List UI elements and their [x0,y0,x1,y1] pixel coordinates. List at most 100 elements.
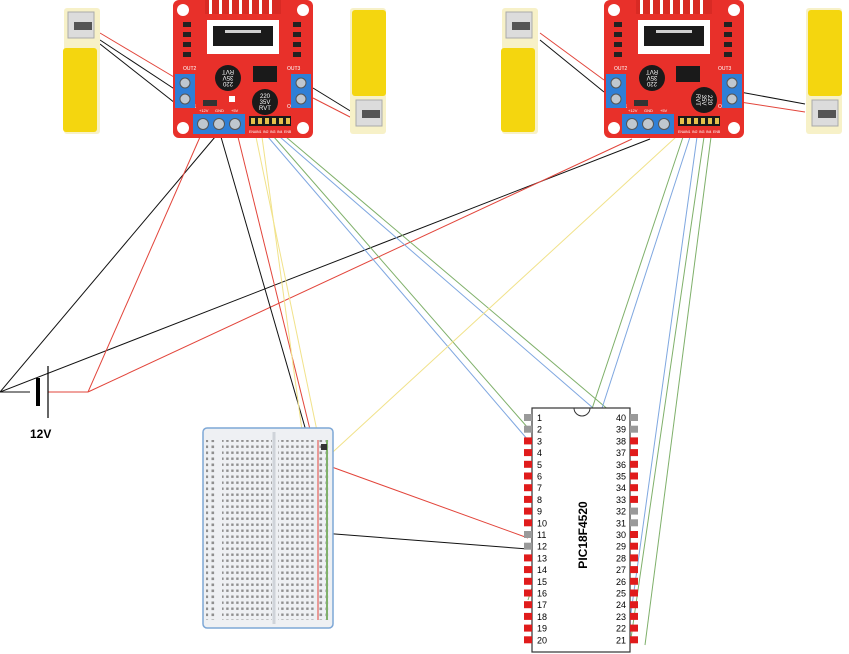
power-label: GND [644,108,653,113]
mcu-pin [524,554,532,562]
cap-label: 35V [647,74,658,80]
mcu-pin [630,460,638,468]
terminal-out-left [175,74,195,108]
mcu-pin [630,566,638,574]
mcu-pin-number: 15 [537,577,547,587]
mcu-pin-number: 10 [537,518,547,528]
mcu-pin [630,554,638,562]
cap-label: RVT [259,106,271,112]
microcontroller-pic18f4520: PIC18F4520 12345678910111213141516171819… [524,407,638,653]
mcu-pin-number: 4 [537,448,542,458]
mcu-pin-number: 24 [616,600,626,610]
mcu-pin [524,437,532,445]
mcu-pin [630,636,638,644]
pin-label: ENB [284,130,292,134]
capacitor-left: 220 35V RVT [639,65,665,91]
mcu-pin [630,484,638,492]
wire-black [539,39,605,93]
mcu-pin-number: 18 [537,612,547,622]
power-label: +12V [628,108,638,113]
mcu-pin [630,449,638,457]
wire-red [87,136,201,393]
mcu-pin [630,414,638,421]
wire-green [644,136,712,646]
mcu-pin-number: 40 [616,413,626,423]
out2-label: OUT2 [614,66,628,72]
wire-yellow [261,136,305,446]
mcu-pin-number: 5 [537,460,542,470]
terminal-out-right [291,74,311,108]
chip-label: PIC18F4520 [576,501,590,569]
mcu-pin [524,519,532,527]
mcu-pin-number: 36 [616,460,626,470]
mcu-pin-number: 29 [616,542,626,552]
wire-red [87,138,633,393]
motor-driver-board-2: 220 35V RVT 220 35V RVT OUT2 OUT3 OUT1 O… [604,0,744,138]
mcu-pin-number: 16 [537,589,547,599]
mcu-pin [630,589,638,597]
pin-label: IN2 [263,130,269,134]
mcu-pin [524,577,532,585]
mcu-pin [524,636,532,644]
motor-driver-board-1: 220 35V RVT 220 35V RVT OUT2 OUT3 OUT1 O… [173,0,313,138]
motor-left-1 [63,8,100,134]
cap-label: 220 [706,95,712,106]
mcu-pin [524,612,532,620]
capacitor-right: 220 35V RVT [252,89,278,115]
motor-right-1 [350,8,386,134]
mcu-pin [524,507,532,515]
mcu-pin-number: 6 [537,472,542,482]
out2-label: OUT2 [183,66,197,72]
wire-black [99,39,180,93]
wire-red [312,97,353,119]
mcu-pin-number: 12 [537,542,547,552]
wire-green [285,136,631,429]
wire-blue [629,136,698,621]
mcu-pin [630,624,638,632]
mcu-pin [630,531,638,538]
mcu-pin [630,601,638,609]
terminal-out-right [722,74,742,108]
wire-black [0,138,651,393]
terminal-power [622,114,674,134]
header-pins [249,116,291,126]
mcu-pin-number: 2 [537,425,542,435]
header-pins [678,116,720,126]
cap-label: RVT [646,68,658,74]
pin-label: IN2 [692,130,698,134]
mcu-pin [524,460,532,468]
mcu-pin [630,472,638,480]
mcu-pin-number: 34 [616,483,626,493]
mcu-pin-number: 28 [616,553,626,563]
wire-black [321,532,529,550]
mcu-pin-number: 30 [616,530,626,540]
pin-label: ENB [713,130,721,134]
battery-label: 12V [30,427,51,441]
cap-label: RVT [694,94,700,106]
motor-right-2 [806,8,842,134]
cap-label: 35V [223,74,234,80]
mcu-pin-number: 14 [537,565,547,575]
mcu-pin-number: 39 [616,425,626,435]
wire-red [539,32,605,81]
battery-symbol: 12V [30,366,51,441]
mcu-pin-number: 17 [537,600,547,610]
cap-label: 220 [260,94,271,100]
mcu-pin [524,589,532,597]
pin-label: ENA [678,130,686,134]
mcu-pin-number: 32 [616,507,626,517]
pin-label: ENA [249,130,257,134]
mcu-pin-number: 27 [616,565,626,575]
mcu-pin [630,612,638,620]
mcu-pin-number: 23 [616,612,626,622]
mcu-pin [524,484,532,492]
mcu-pin [630,437,638,445]
mcu-pin [524,531,532,538]
mcu-pin-number: 33 [616,495,626,505]
mcu-pin [524,425,532,433]
cap-label: RVT [222,68,234,74]
wire-red [99,32,180,81]
mcu-pin [524,414,532,421]
